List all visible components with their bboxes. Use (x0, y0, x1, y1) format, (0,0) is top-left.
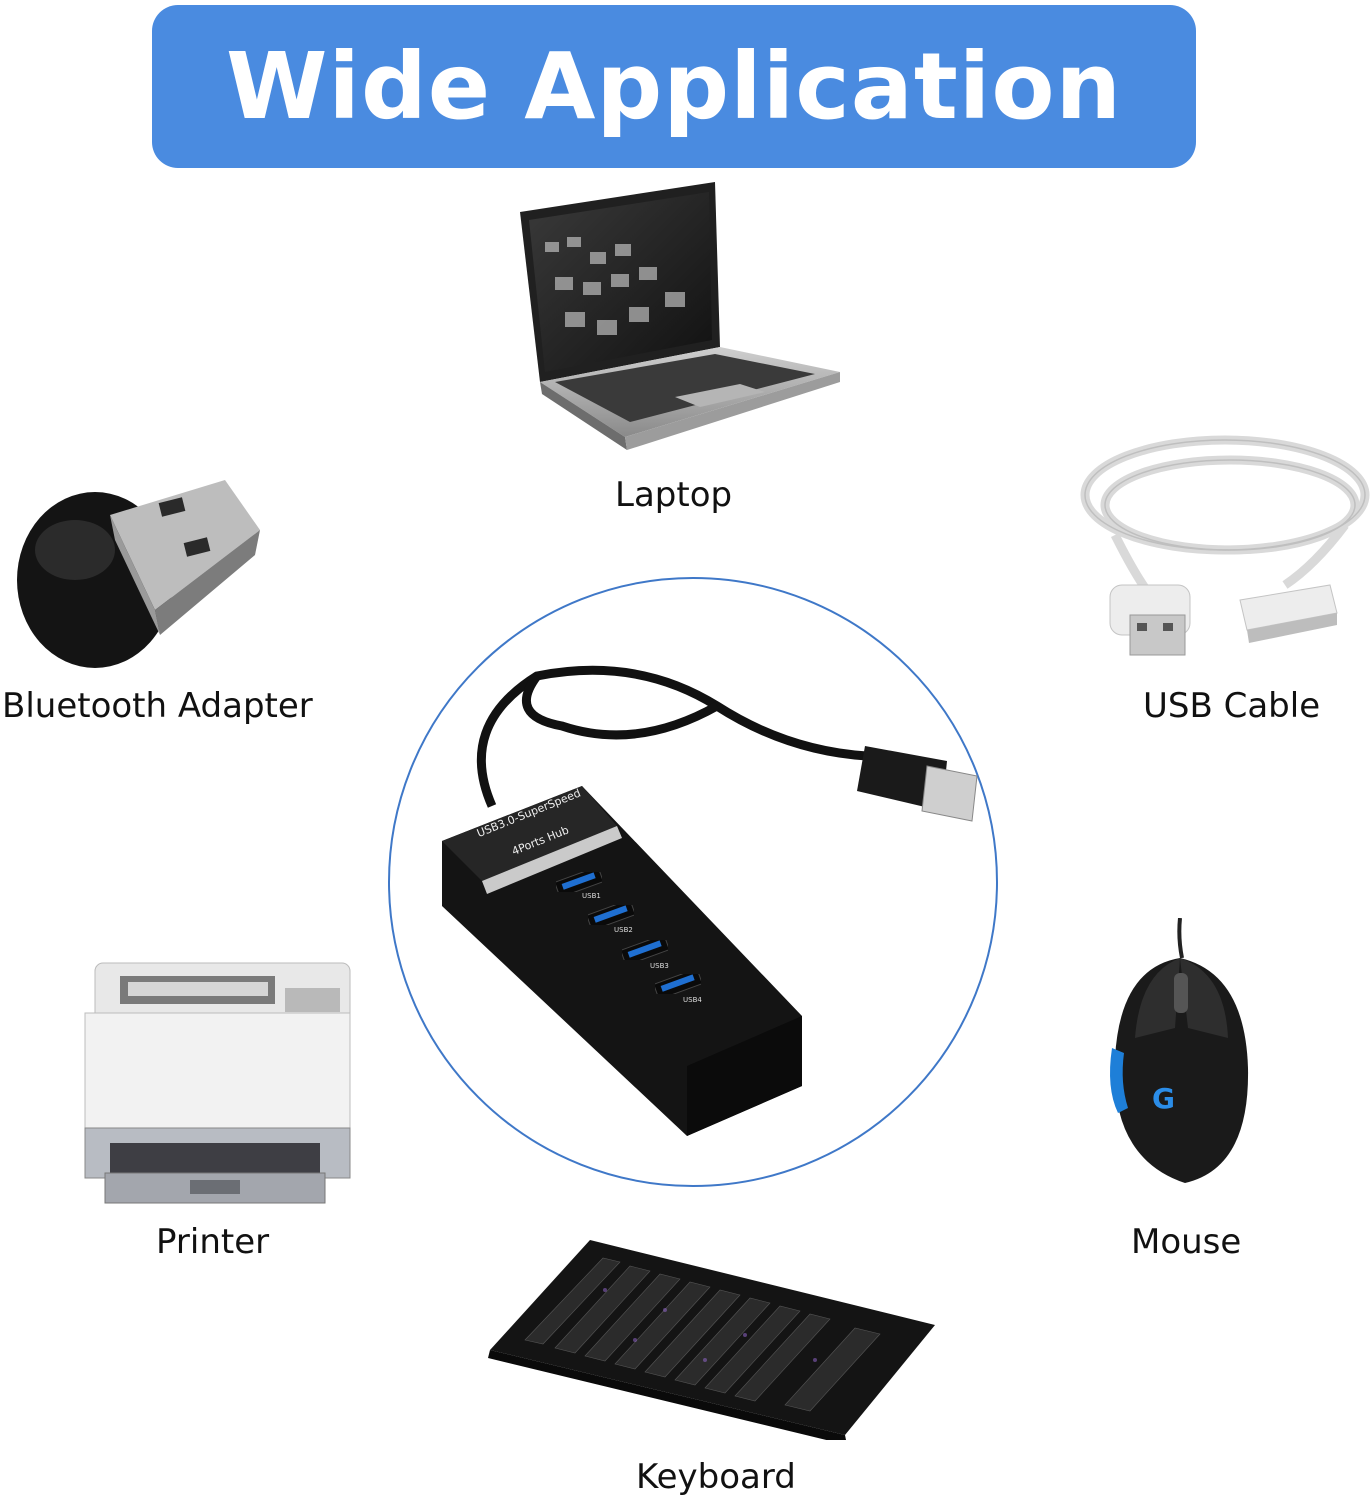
mouse-label: Mouse (1131, 1222, 1242, 1262)
hub-ring (387, 576, 999, 1188)
usb-cable-label: USB Cable (1143, 686, 1321, 726)
laptop-image (515, 182, 845, 457)
usb-port-label-4: USB4 (683, 996, 702, 1004)
bluetooth-adapter-label: Bluetooth Adapter (2, 686, 313, 726)
title-banner: Wide Application (152, 5, 1196, 168)
keyboard-image (485, 1240, 935, 1440)
usb-port-3 (622, 940, 668, 960)
usb-port-label-1: USB1 (582, 892, 601, 900)
page-title: Wide Application (225, 33, 1123, 140)
keyboard-label: Keyboard (636, 1457, 796, 1497)
usb-port-label-2: USB2 (614, 926, 633, 934)
usb-port-label-3: USB3 (650, 962, 669, 970)
svg-text:G: G (1152, 1082, 1175, 1115)
usb-cable-image (1075, 425, 1370, 665)
laptop-label: Laptop (615, 475, 733, 515)
usb-port-1 (556, 872, 602, 892)
printer-label: Printer (156, 1222, 270, 1262)
printer-image (80, 958, 355, 1208)
mouse-image: G (1100, 918, 1260, 1188)
usb-port-4 (655, 974, 701, 994)
usb-port-2 (588, 905, 634, 925)
bluetooth-adapter-image (15, 470, 260, 680)
